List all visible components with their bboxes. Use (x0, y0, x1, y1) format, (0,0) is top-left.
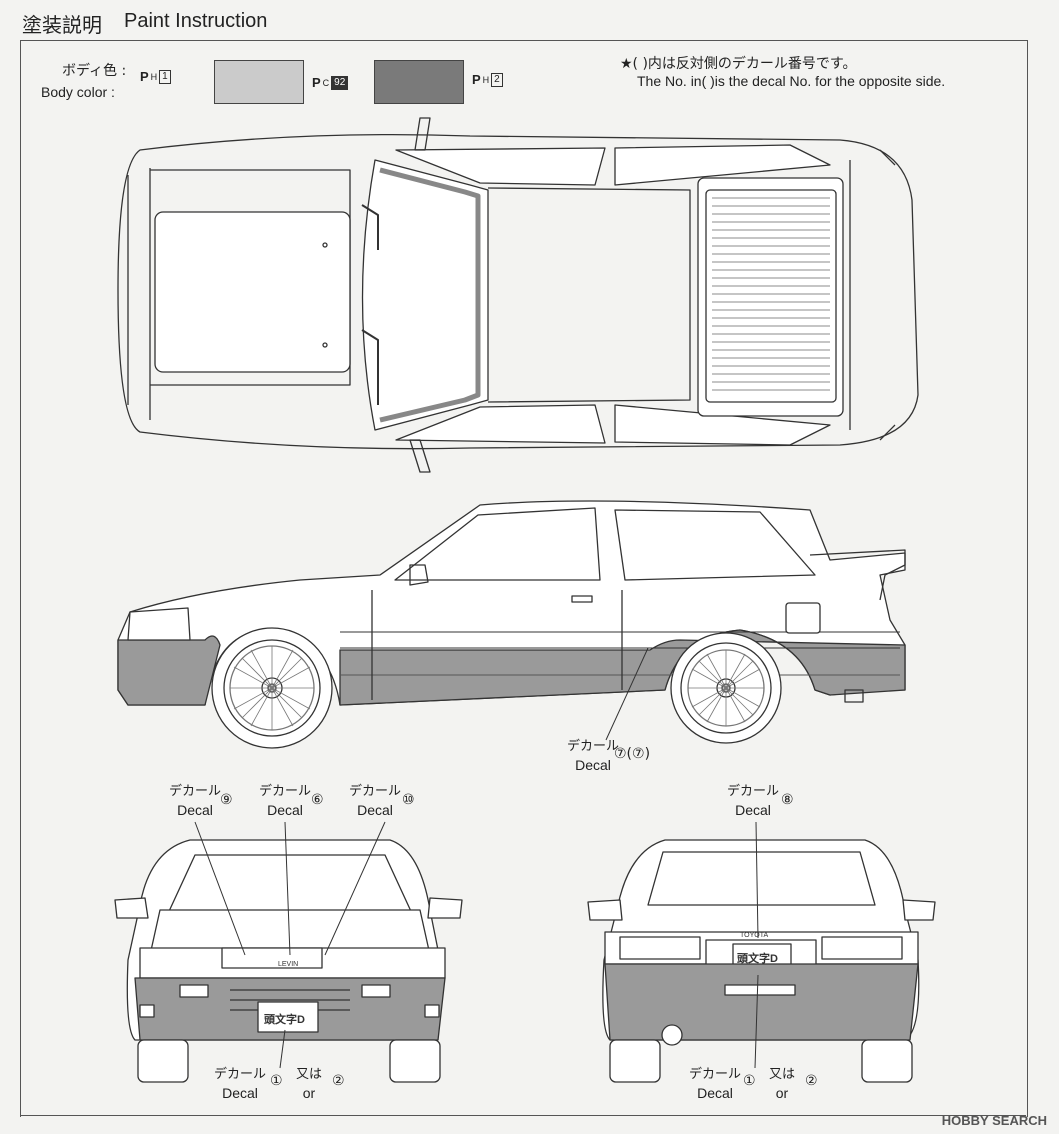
swatch-dark-gray (374, 60, 464, 104)
callout-en: Decal (177, 802, 213, 818)
paint-prefix: P (312, 75, 321, 90)
callout-side-decal: デカール Decal (548, 737, 638, 775)
callout-en: Decal (575, 757, 611, 773)
callout-jp: デカール (726, 784, 779, 799)
page-frame (20, 40, 1028, 1117)
callout-jp: デカール (566, 739, 619, 754)
front-plate-text: 頭文字D (264, 1012, 305, 1026)
title-jp: 塗装説明 (22, 13, 102, 37)
note-jp: ★( )内は反対側のデカール番号です。 (620, 56, 857, 72)
callout-jp: デカール (168, 784, 221, 799)
callout-en: Decal (222, 1085, 258, 1101)
watermark: HOBBY SEARCH (941, 1113, 1047, 1128)
toyota-badge: TOYOTA (740, 932, 768, 939)
decal-number: ① (270, 1073, 283, 1089)
paint-number: 2 (491, 72, 503, 87)
callout-front-decal-9: デカール Decal (160, 782, 230, 820)
callout-en: Decal (357, 802, 393, 818)
decal-number: ⑦(⑦) (614, 746, 651, 762)
decal-number: ⑨ (220, 792, 233, 808)
decal-number: ② (332, 1073, 345, 1089)
paint-number: 92 (331, 75, 349, 90)
callout-front-decal-10: デカール Decal (340, 782, 410, 820)
paint-number: 1 (159, 69, 171, 84)
paint-sub: C (322, 77, 330, 88)
front-view (115, 822, 462, 1082)
side-view (118, 501, 905, 748)
callout-en: Decal (267, 802, 303, 818)
callout-rear-plate: デカール Decal (680, 1065, 750, 1103)
callout-front-plate: デカール Decal (205, 1065, 275, 1103)
or-jp: 又は (295, 1067, 322, 1082)
body-color-label-jp: ボディ色 : (62, 63, 127, 79)
callout-or: 又は or (764, 1065, 800, 1103)
paint-prefix: P (140, 69, 149, 84)
page-frame-bottom (20, 1115, 1026, 1116)
paint-prefix: P (472, 72, 481, 87)
rear-plate-text: 頭文字D (737, 951, 778, 965)
rear-view (588, 822, 935, 1082)
callout-rear-decal-8: デカール Decal (718, 782, 788, 820)
decal-number: ⑩ (402, 792, 415, 808)
callout-jp: デカール (348, 784, 401, 799)
decal-number: ⑧ (781, 792, 794, 808)
callout-jp: デカール (688, 1067, 741, 1082)
decal-number: ⑥ (311, 792, 324, 808)
callout-en: Decal (697, 1085, 733, 1101)
or-en: or (302, 1085, 316, 1101)
or-en: or (775, 1085, 789, 1101)
callout-jp: デカール (258, 784, 311, 799)
levin-badge: LEVIN (278, 961, 298, 968)
callout-en: Decal (735, 802, 771, 818)
or-jp: 又は (768, 1067, 795, 1082)
callout-jp: デカール (213, 1067, 266, 1082)
callout-or: 又は or (291, 1065, 327, 1103)
paint-sub: H (482, 74, 490, 85)
note-en: The No. in( )is the decal No. for the op… (637, 73, 946, 89)
swatch-light-gray (214, 60, 304, 104)
top-view (118, 118, 918, 472)
callout-front-decal-6: デカール Decal (250, 782, 320, 820)
decal-number: ② (805, 1073, 818, 1089)
decal-number: ① (743, 1073, 756, 1089)
body-color-label-en: Body color : (41, 84, 115, 100)
title-en: Paint Instruction (124, 10, 268, 32)
paint-sub: H (150, 71, 158, 82)
